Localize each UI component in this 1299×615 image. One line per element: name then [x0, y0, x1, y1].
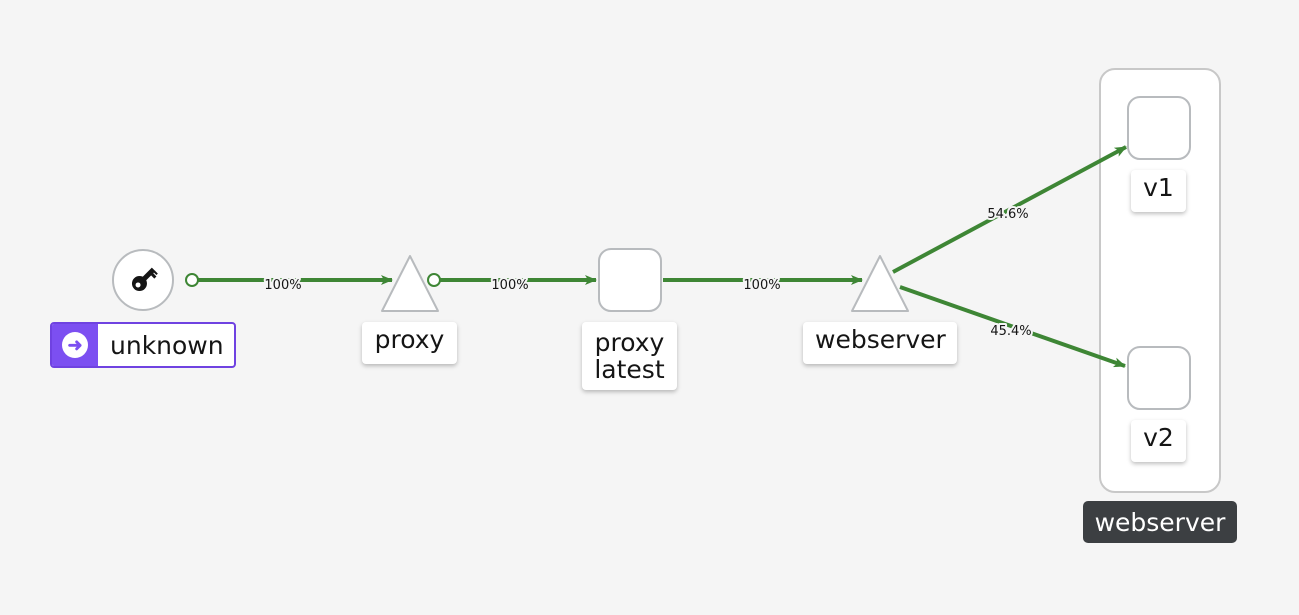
webserver-group-label: webserver — [1083, 501, 1237, 543]
edge-label-webserver-v1: 54.6% — [987, 207, 1028, 222]
edge-webserver-to-v2[interactable] — [899, 285, 1126, 368]
unknown-node-label[interactable]: ➜ unknown — [50, 322, 236, 368]
key-icon — [131, 267, 158, 292]
edge-label-proxy-latest-webserver: 100% — [743, 278, 780, 293]
proxy-latest-label[interactable]: proxy latest — [582, 322, 677, 390]
node-v2[interactable] — [1127, 346, 1191, 410]
node-webserver-service[interactable] — [851, 255, 909, 312]
proxy-latest-label-line1: proxy — [594, 328, 665, 357]
node-unknown[interactable] — [112, 249, 174, 311]
edge-source-dot — [427, 273, 441, 287]
node-proxy-latest[interactable] — [598, 248, 662, 312]
edge-label-unknown-proxy: 100% — [264, 278, 301, 293]
proxy-label[interactable]: proxy — [362, 322, 457, 364]
v2-label[interactable]: v2 — [1131, 420, 1186, 462]
arrow-right-circle-icon: ➜ — [52, 324, 98, 366]
edge-label-proxy-proxy-latest: 100% — [491, 278, 528, 293]
proxy-latest-label-line2: latest — [594, 355, 665, 384]
webserver-service-label[interactable]: webserver — [803, 322, 957, 364]
edge-source-dot — [185, 273, 199, 287]
unknown-label-text: unknown — [110, 330, 224, 360]
edge-label-webserver-v2: 45.4% — [990, 324, 1031, 339]
edge-webserver-to-v1[interactable] — [892, 145, 1127, 274]
v1-label[interactable]: v1 — [1131, 170, 1186, 212]
node-proxy-service[interactable] — [381, 255, 439, 312]
node-v1[interactable] — [1127, 96, 1191, 160]
